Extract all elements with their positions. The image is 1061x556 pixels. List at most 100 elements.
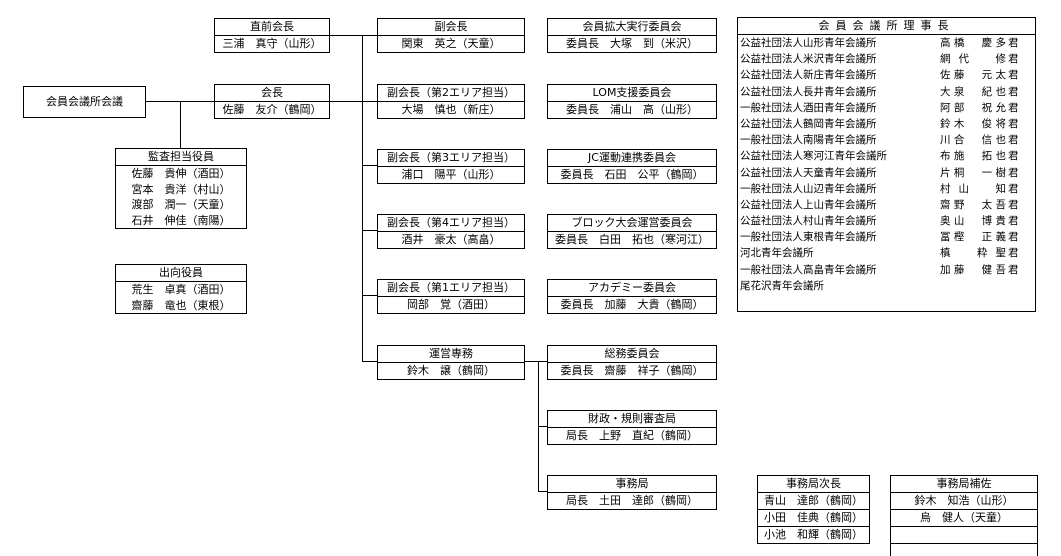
connector-line — [362, 101, 377, 102]
council-row: 公益社団法人山形青年会議所高橋 慶多君 — [738, 35, 1035, 51]
committee-member: 局長 上野 直紀（鶴岡） — [548, 427, 716, 444]
council-honorific: 君 — [1008, 69, 1019, 82]
council-org-name: 公益社団法人寒河江青年会議所 — [740, 150, 887, 163]
committee-member: 委員長 石田 公平（鶴岡） — [548, 166, 716, 183]
committee-member: 委員長 白田 拓也（寒河江） — [548, 231, 716, 248]
past-president-member: 三浦 真守（山形） — [215, 35, 329, 52]
assistant-secretariat-box: 事務局補佐 鈴木 知浩（山形） 烏 健人（天童） — [890, 475, 1038, 556]
council-org-name: 一般社団法人東根青年会議所 — [740, 231, 877, 244]
council-org-name: 公益社団法人村山青年会議所 — [740, 215, 877, 228]
council-honorific: 君 — [1008, 166, 1019, 179]
council-president-name: 網代 修 — [940, 53, 1006, 66]
council-row: 公益社団法人上山青年会議所 齋野 太吾君 — [738, 197, 1035, 213]
council-honorific: 君 — [1008, 134, 1019, 147]
managing-director-title: 運営専務 — [429, 347, 473, 360]
assistant-secretariat-member: 鈴木 知浩（山形） — [891, 492, 1037, 509]
vice-president-box: 副会長（第3エリア担当） 浦口 陽平（山形） — [377, 149, 525, 184]
council-row: 一般社団法人南陽青年会議所川合 信也君 — [738, 132, 1035, 148]
council-org-name: 公益社団法人天童青年会議所 — [740, 166, 877, 179]
council-row: 公益社団法人新庄青年会議所佐藤 元太君 — [738, 67, 1035, 83]
president-title: 会長 — [261, 86, 283, 99]
committee-member: 委員長 加藤 大貴（鶴岡） — [548, 296, 716, 313]
council-honorific: 君 — [1008, 215, 1019, 228]
council-honorific: 君 — [1008, 231, 1019, 244]
council-honorific: 君 — [1008, 198, 1019, 211]
committee-member: 委員長 大塚 到（米沢） — [548, 35, 716, 52]
connector-line — [538, 491, 547, 492]
managing-director-member: 鈴木 譲（鶴岡） — [378, 362, 524, 379]
committee-title: ブロック大会運営委員会 — [571, 216, 693, 229]
secretariat-box: 事務局 局長 土田 達郎（鶴岡） — [547, 475, 717, 510]
council-president-name: 冨樫 正義 — [940, 231, 1006, 244]
committee-box: ブロック大会運営委員会 委員長 白田 拓也（寒河江） — [547, 214, 717, 249]
vice-president-member: 岡部 覚（酒田） — [378, 296, 524, 313]
council-honorific: 君 — [1008, 263, 1019, 276]
connector-line — [362, 230, 377, 231]
committee-title: JC運動連携委員会 — [588, 151, 676, 164]
council-honorific: 君 — [1008, 247, 1019, 260]
council-president-name: 高橋 慶多 — [940, 37, 1006, 49]
council-row: 公益社団法人寒河江青年会議所布施 拓也君 — [738, 148, 1035, 164]
council-org-name: 一般社団法人南陽青年会議所 — [740, 134, 877, 147]
vice-president-box: 副会長（第1エリア担当） 岡部 覚（酒田） — [377, 279, 525, 314]
connector-line — [180, 101, 181, 148]
council-honorific: 君 — [1008, 150, 1019, 163]
connector-line — [362, 35, 377, 36]
auditors-title: 監査担当役員 — [148, 150, 214, 163]
council-rows: 公益社団法人山形青年会議所高橋 慶多君公益社団法人米沢青年会議所網代 修君公益社… — [738, 35, 1035, 294]
council-org-name: 一般社団法人高畠青年会議所 — [740, 263, 877, 276]
council-org-name: 公益社団法人長井青年会議所 — [740, 85, 877, 98]
committee-box: 財政・規則審査局 局長 上野 直紀（鶴岡） — [547, 410, 717, 445]
council-honorific: 君 — [1008, 182, 1019, 195]
council-row: 一般社団法人東根青年会議所 冨樫 正義君 — [738, 229, 1035, 245]
council-org-name: 公益社団法人山形青年会議所 — [740, 37, 877, 49]
vice-president-box: 副会長（第2エリア担当） 大場 慎也（新庄） — [377, 84, 525, 119]
connector-line — [362, 295, 377, 296]
committee-box: 会員拡大実行委員会 委員長 大塚 到（米沢） — [547, 18, 717, 53]
assistant-secretariat-member — [891, 543, 1037, 556]
meeting-box: 会員会議所会議 — [23, 86, 146, 118]
council-row: 一般社団法人高畠青年会議所 加藤 健吾君 — [738, 262, 1035, 278]
connector-line — [525, 361, 547, 362]
connector-line — [538, 426, 547, 427]
auditors-box: 監査担当役員 佐藤 貴伸（酒田） 宮本 貴洋（村山） 渡部 潤一（天童） 石井 … — [115, 148, 247, 229]
vice-president-title: 副会長（第3エリア担当） — [387, 151, 515, 164]
deputy-secretariat-box: 事務局次長 青山 達郎（鶴岡） 小田 佳典（鶴岡） 小池 和輝（鶴岡） — [757, 475, 870, 544]
auditor-member: 宮本 貴洋（村山） — [131, 182, 231, 196]
committee-title: 財政・規則審査局 — [588, 412, 676, 425]
council-president-name: 片桐 一樹 — [940, 166, 1006, 179]
meeting-title: 会員会議所会議 — [46, 95, 123, 108]
connector-line — [362, 35, 363, 362]
seconded-member: 齋藤 竜也（東根） — [131, 298, 231, 312]
council-honorific: 君 — [1008, 101, 1019, 114]
committee-box: JC運動連携委員会 委員長 石田 公平（鶴岡） — [547, 149, 717, 184]
auditor-member: 渡部 潤一（天童） — [131, 198, 231, 211]
council-row: 尾花沢青年会議所 — [738, 278, 1035, 294]
deputy-secretariat-member: 小田 佳典（鶴岡） — [758, 509, 869, 526]
council-honorific: 君 — [1008, 117, 1019, 130]
connector-line — [330, 35, 362, 36]
council-org-name: 公益社団法人新庄青年会議所 — [740, 69, 877, 82]
committee-box: 総務委員会 委員長 齋藤 祥子（鶴岡） — [547, 345, 717, 380]
vice-president-title: 副会長 — [434, 20, 468, 33]
council-row: 一般社団法人山辺青年会議所村山 知君 — [738, 181, 1035, 197]
committee-title: LOM支援委員会 — [592, 86, 672, 99]
secretariat-title: 事務局 — [615, 477, 649, 490]
council-president-name: 大泉 紀也 — [940, 85, 1006, 98]
council-org-name: 公益社団法人上山青年会議所 — [740, 198, 877, 211]
council-presidents-box: 会員会議所理事長 公益社団法人山形青年会議所高橋 慶多君公益社団法人米沢青年会議… — [737, 17, 1036, 312]
council-org-name: 尾花沢青年会議所 — [740, 279, 824, 292]
council-row: 公益社団法人天童青年会議所 片桐 一樹君 — [738, 165, 1035, 181]
committee-member: 委員長 齋藤 祥子（鶴岡） — [548, 362, 716, 379]
connector-line — [362, 361, 377, 362]
seconded-box: 出向役員 荒生 卓真（酒田） 齋藤 竜也（東根） — [115, 264, 247, 314]
council-title: 会員会議所理事長 — [738, 18, 1035, 35]
council-president-name: 村山 知 — [940, 182, 1006, 195]
council-row: 公益社団法人米沢青年会議所網代 修君 — [738, 51, 1035, 67]
council-honorific: 君 — [1008, 85, 1019, 98]
council-honorific: 君 — [1008, 53, 1019, 66]
assistant-secretariat-member — [891, 526, 1037, 543]
council-president-name: 加藤 健吾 — [940, 263, 1006, 276]
council-president-name: 齋野 太吾 — [940, 198, 1006, 211]
